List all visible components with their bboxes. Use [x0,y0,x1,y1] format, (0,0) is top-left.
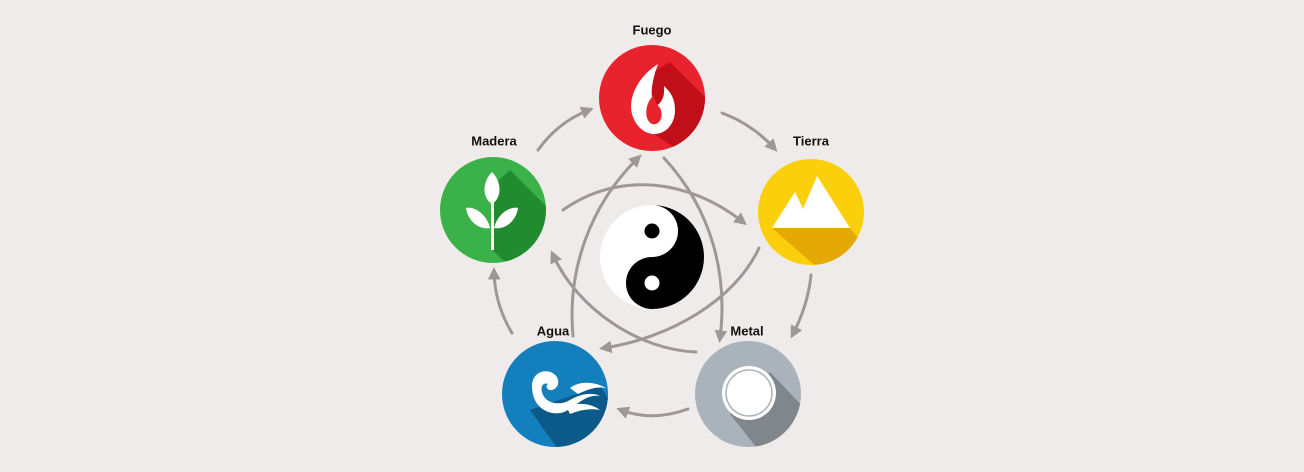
mountains-icon [772,176,850,228]
label-fuego: Fuego [632,22,672,38]
arrow-madera-to-tierra [561,183,747,226]
label-agua: Agua [536,323,570,339]
wave-icon [532,371,606,414]
leaf-icon [466,172,518,250]
element-tierra [758,159,864,265]
element-fuego [599,45,705,151]
element-madera [440,157,546,263]
arrow-metal-to-madera [550,250,698,354]
arrow-fuego-to-tierra [720,111,778,152]
arrow-agua-to-fuego [570,154,642,338]
arrow-fuego-to-metal [662,156,728,344]
coin-icon [722,366,776,420]
arrow-tierra-to-metal [790,273,813,339]
element-agua [502,341,608,447]
label-tierra: Tierra [793,133,829,149]
label-madera: Madera [471,133,517,149]
yin-yang-icon [600,205,704,309]
generating-cycle [487,106,813,419]
arrow-madera-to-fuego [536,106,594,152]
arrow-agua-to-madera [487,266,514,335]
controlling-cycle [550,154,761,354]
arrow-tierra-to-agua [599,246,761,354]
flame-icon [631,64,675,134]
element-metal [695,341,801,447]
arrow-metal-to-agua [616,406,690,419]
label-metal: Metal [730,323,764,339]
